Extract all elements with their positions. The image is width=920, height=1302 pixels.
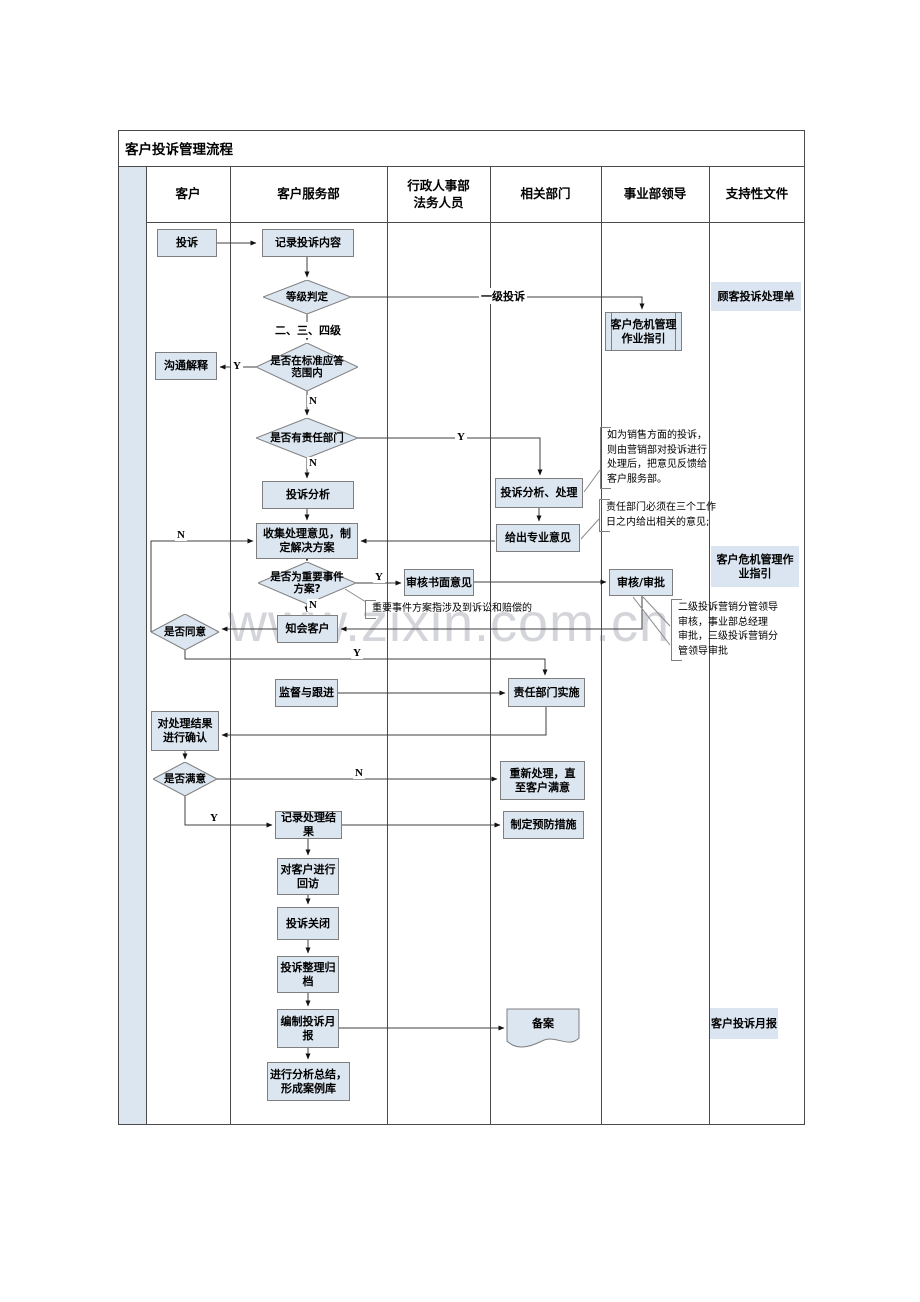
- filing-document-shape: [506, 1008, 580, 1048]
- confirm-handling-result: 对处理结果 进行确认: [151, 711, 219, 751]
- left-shaded-column: [119, 167, 146, 1124]
- complaint-start: 投诉: [157, 229, 217, 257]
- customer-agree-decision: 是否同意: [151, 614, 219, 650]
- responsible-department-decision: 是否有责任部门: [256, 418, 358, 458]
- annotation-approval-levels: 二级投诉营销分管领导 审核，事业部总经理 审批，三级投诉营销分 管领导审批: [671, 599, 790, 661]
- standard-response-scope-decision: 是否在标准应答 范围内: [256, 343, 358, 391]
- branch-n4: N: [307, 599, 319, 611]
- annotation-sales-complaint: 如为销售方面的投诉， 则由营销部对投诉进行 处理后，把意见反馈给 客户服务部。: [600, 427, 715, 489]
- lane-support-docs: 支持性文件: [725, 186, 789, 202]
- annotation-three-workdays: 责任部门必须在三个工作 日之内给出相关的意见;: [599, 499, 724, 532]
- lane-division-leaders: 事业部领导: [623, 186, 687, 202]
- satisfied-decision: 是否满意: [153, 762, 217, 796]
- lane-customer-service: 客户服务部: [277, 186, 340, 202]
- branch-y2: Y: [455, 431, 467, 443]
- complaint-archive: 投诉整理归 档: [277, 956, 339, 993]
- crisis-management-guide-doc: 客户危机管理作 业指引: [711, 546, 799, 587]
- collect-opinions-make-solution: 收集处理意见，制 定解决方案: [256, 523, 358, 559]
- branch-n3: N: [175, 529, 187, 541]
- notify-customer: 知会客户: [277, 615, 338, 643]
- branch-n2: N: [307, 457, 319, 469]
- branch-n1: N: [307, 395, 319, 407]
- rehandle-until-satisfied: 重新处理，直 至客户满意: [500, 761, 585, 800]
- branch-y1: Y: [231, 360, 243, 372]
- responsible-department-implement: 责任部门实施: [508, 678, 585, 707]
- lane-customer: 客户: [175, 186, 201, 202]
- review-approve: 审核/审批: [609, 569, 673, 596]
- complaint-monthly-report-doc: 客户投诉月报: [710, 1008, 778, 1039]
- supervise-follow-up: 监督与跟进: [275, 679, 338, 707]
- complaint-closed: 投诉关闭: [277, 907, 339, 940]
- lane-related-depts: 相关部门: [520, 186, 571, 202]
- filing-document-label: 备案: [532, 1017, 554, 1030]
- record-handling-result: 记录处理结果: [275, 811, 342, 839]
- grade-determination-decision: 等级判定: [263, 280, 351, 314]
- customer-return-visit: 对客户进行 回访: [277, 858, 339, 895]
- predefined-side-bars: [611, 313, 676, 350]
- branch-y5: Y: [208, 812, 220, 824]
- branch-levels-234: 二、三、四级: [273, 322, 343, 338]
- make-preventive-measures: 制定预防措施: [503, 811, 584, 839]
- crisis-management-guide-predefined: 客户危机管理 作业指引: [605, 312, 682, 351]
- branch-level1-complaint: 一级投诉: [479, 288, 527, 304]
- analysis-summary-case-library: 进行分析总结， 形成案例库: [267, 1062, 350, 1101]
- communicate-explain: 沟通解释: [155, 352, 217, 380]
- complaint-analysis-handling: 投诉分析、处理: [495, 478, 583, 508]
- branch-n5: N: [353, 767, 365, 779]
- annotation-major-event-definition: 重要事件方案指涉及到诉讼和赔偿的: [365, 600, 544, 619]
- major-event-plan-decision: 是否为重要事件 方案?: [258, 562, 356, 604]
- page-title: 客户投诉管理流程: [125, 142, 233, 158]
- compile-monthly-report: 编制投诉月 报: [277, 1009, 339, 1048]
- record-complaint-content: 记录投诉内容: [262, 229, 354, 257]
- give-professional-opinion: 给出专业意见: [496, 524, 580, 552]
- complaint-analysis: 投诉分析: [262, 481, 354, 509]
- review-written-opinion: 审核书面意见: [404, 569, 474, 596]
- customer-complaint-form-doc: 顾客投诉处理单: [711, 282, 801, 311]
- lane-admin-hr-legal: 行政人事部 法务人员: [407, 177, 470, 210]
- branch-y4: Y: [351, 647, 363, 659]
- branch-y3: Y: [373, 571, 385, 583]
